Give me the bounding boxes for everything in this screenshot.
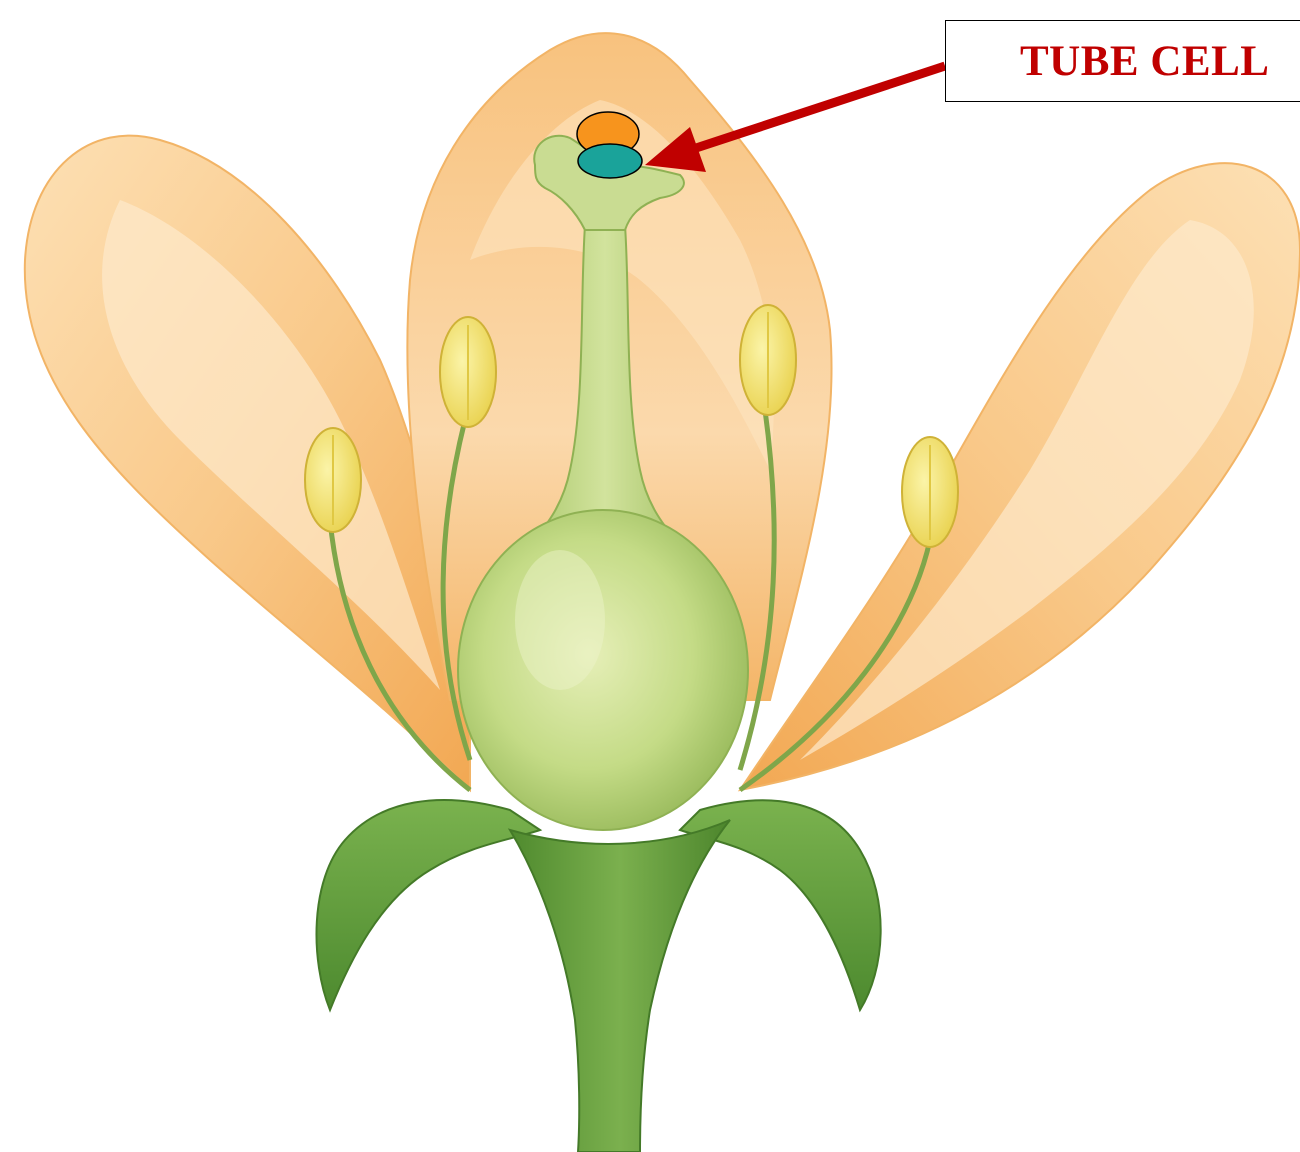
ovary-highlight bbox=[515, 550, 605, 690]
stem bbox=[510, 820, 730, 1152]
ovary bbox=[458, 510, 748, 830]
anther-1 bbox=[305, 428, 361, 532]
tube-cell-label-box: TUBE CELL bbox=[945, 20, 1300, 102]
anther-4 bbox=[902, 437, 958, 547]
anther-2 bbox=[440, 317, 496, 427]
sepal-left bbox=[316, 800, 540, 1010]
anther-3 bbox=[740, 305, 796, 415]
pollen-grain-bottom bbox=[578, 144, 642, 178]
tube-cell-label: TUBE CELL bbox=[1020, 37, 1269, 86]
